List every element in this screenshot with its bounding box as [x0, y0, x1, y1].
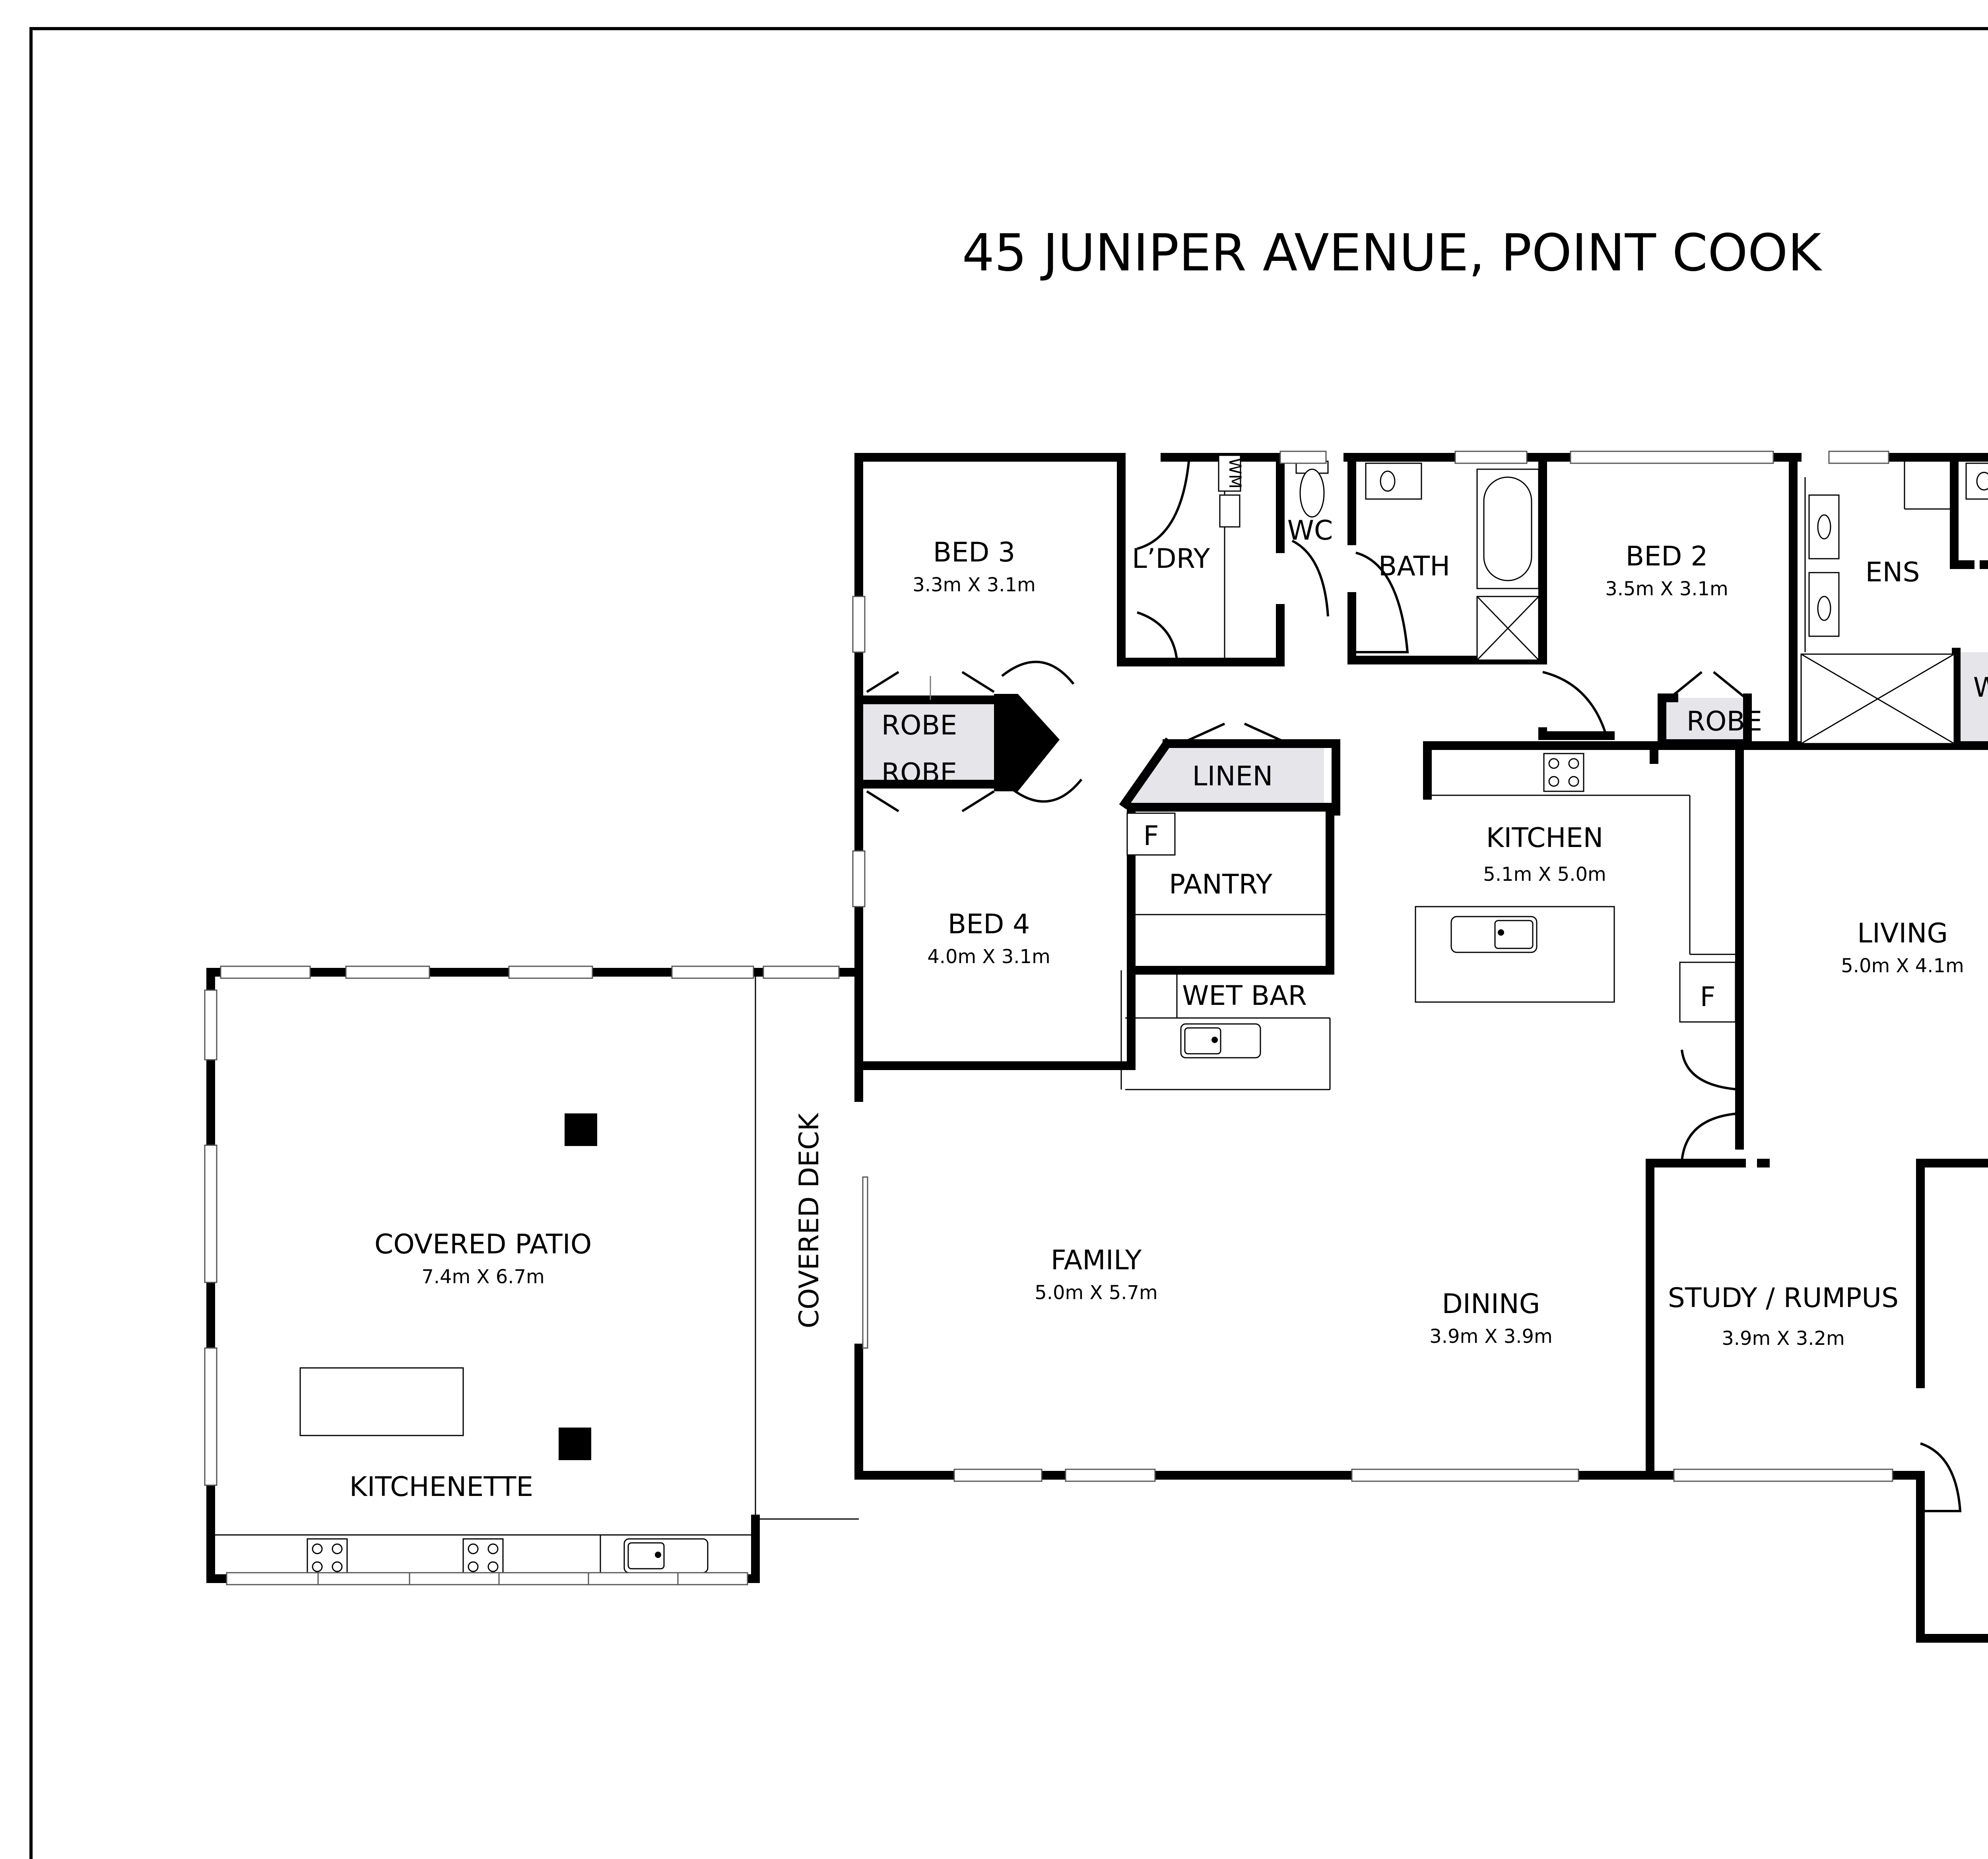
room-bath: BATH — [1378, 551, 1450, 582]
svg-text:F: F — [1143, 820, 1159, 852]
room-covered-patio: COVERED PATIO 7.4m X 6.7m — [375, 1229, 592, 1288]
svg-text:5.0m X 4.1m: 5.0m X 4.1m — [1841, 955, 1964, 977]
wir-ens-fill — [1958, 652, 1988, 742]
room-study-rumpus: STUDY / RUMPUS 3.9m X 3.2m — [1668, 1282, 1899, 1350]
pantry-fridge-icon — [1126, 812, 1176, 856]
svg-text:KITCHEN: KITCHEN — [1486, 822, 1604, 854]
svg-text:BED 2: BED 2 — [1626, 541, 1708, 572]
cooktop-2-icon — [462, 1538, 504, 1577]
room-wc: WC — [1287, 515, 1333, 546]
robe-divider-block — [994, 694, 1060, 791]
svg-text:4.0m X 3.1m: 4.0m X 3.1m — [927, 946, 1050, 968]
cooktop-1-icon — [307, 1538, 348, 1577]
cooktop-kitchen-icon — [1543, 753, 1584, 792]
robe-bed4-fill — [863, 740, 994, 784]
bathroom-fixtures — [1218, 455, 1988, 744]
label-wm: WM — [1225, 458, 1245, 489]
doors — [866, 461, 1962, 1512]
exterior-walls — [854, 453, 1988, 1484]
interior-walls-east — [1423, 453, 1988, 1150]
bbq-table — [299, 1367, 464, 1436]
room-ensuite: ENS — [1866, 557, 1920, 588]
page-title: 45 JUNIPER AVENUE, POINT COOK — [962, 223, 1823, 283]
room-wet-bar: WET BAR — [1182, 980, 1307, 1012]
svg-text:7.4m X 6.7m: 7.4m X 6.7m — [421, 1266, 545, 1288]
kitchen-fixtures: F F — [1126, 753, 1736, 1059]
svg-text:F: F — [1700, 981, 1715, 1013]
room-bed4: BED 4 4.0m X 3.1m — [927, 909, 1050, 968]
kitchenette-fixtures — [299, 1367, 709, 1577]
page-frame — [29, 27, 1988, 1859]
room-robe-bed3: ROBE — [881, 710, 957, 741]
washing-machine-icon — [1218, 455, 1241, 492]
windows — [204, 451, 1893, 1585]
room-family: FAMILY 5.0m X 5.7m — [1035, 1245, 1158, 1304]
svg-text:5.1m X 5.0m: 5.1m X 5.0m — [1483, 863, 1606, 886]
garage-walls — [1916, 1159, 1988, 1643]
laundry-tub-icon — [1219, 494, 1241, 528]
linen-fill — [1125, 744, 1324, 803]
svg-text:STUDY / RUMPUS: STUDY / RUMPUS — [1668, 1282, 1899, 1314]
room-dining: DINING 3.9m X 3.9m — [1429, 1288, 1553, 1348]
svg-text:3.9m X 3.9m: 3.9m X 3.9m — [1429, 1325, 1553, 1348]
interior-walls-west — [854, 453, 1752, 1070]
room-robe-bed4: ROBE — [881, 758, 957, 789]
svg-text:BED 3: BED 3 — [933, 537, 1015, 568]
room-living: LIVING 5.0m X 4.1m — [1841, 918, 1964, 977]
svg-text:5.0m X 5.7m: 5.0m X 5.7m — [1035, 1282, 1158, 1304]
svg-text:DINING: DINING — [1442, 1288, 1540, 1320]
closet-fills — [863, 652, 1988, 803]
room-labels: BED 3 3.3m X 3.1m L’DRY WM WC BATH BED 2… — [349, 458, 1988, 1503]
svg-text:3.5m X 3.1m: 3.5m X 3.1m — [1605, 578, 1728, 600]
room-bed3: BED 3 3.3m X 3.1m — [912, 537, 1036, 596]
kitchen-fridge-icon — [1679, 962, 1736, 1023]
patio-post-2 — [559, 1428, 591, 1460]
room-wir-ensuite: WIR — [1973, 672, 1988, 703]
svg-text:3.9m X 3.2m: 3.9m X 3.2m — [1722, 1327, 1845, 1350]
room-kitchenette: KITCHENETTE — [349, 1471, 533, 1503]
svg-text:LIVING: LIVING — [1857, 918, 1948, 949]
room-kitchen: KITCHEN 5.1m X 5.0m — [1483, 822, 1606, 886]
svg-text:COVERED PATIO: COVERED PATIO — [375, 1229, 592, 1260]
svg-text:BED 4: BED 4 — [948, 909, 1030, 940]
room-robe-bed2: ROBE — [1687, 706, 1762, 737]
room-laundry: L’DRY — [1132, 543, 1210, 575]
partition-lines — [211, 461, 1954, 1577]
room-bed2: BED 2 3.5m X 3.1m — [1605, 541, 1728, 600]
patio-post-1 — [565, 1113, 597, 1146]
room-covered-deck: COVERED DECK — [794, 1112, 825, 1328]
room-linen: LINEN — [1192, 761, 1273, 792]
robe-bed2-fill — [1662, 698, 1747, 742]
room-pantry: PANTRY — [1169, 869, 1272, 900]
svg-text:FAMILY: FAMILY — [1051, 1245, 1142, 1276]
svg-text:3.3m X 3.1m: 3.3m X 3.1m — [912, 574, 1036, 596]
